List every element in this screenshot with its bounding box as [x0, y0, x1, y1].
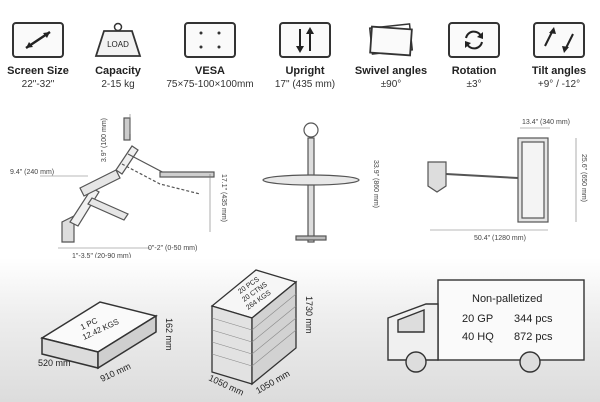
tilt-icon — [533, 22, 585, 58]
side-view-drawing: 3.9" (100 mm) 9.4" (240 mm) 17.1" (435 m… — [10, 114, 587, 260]
spec-title: VESA — [195, 65, 225, 77]
box-height: 162 mm — [164, 318, 174, 351]
top-width-label: 13.4" (340 mm) — [522, 119, 570, 126]
spec-value: 17" (435 mm) — [274, 79, 336, 90]
side-upright-label: 17.1" (435 mm) — [220, 174, 227, 222]
side-clamp-label: 1"-3.5" (20-90 mm) — [72, 253, 131, 260]
front-height-label: 33.9" (860 mm) — [372, 160, 379, 208]
spec-rotation: Rotation ±3° — [442, 22, 506, 90]
spec-value: 75×75-100×100mm — [166, 79, 254, 90]
side-height-label: 3.9" (100 mm) — [101, 118, 108, 162]
side-offset-label: 0"-2" (0-50 mm) — [148, 245, 197, 252]
pallet-height: 1730 mm — [304, 296, 314, 334]
vesa-icon — [184, 22, 236, 58]
load-weight-icon: LOAD — [92, 22, 144, 58]
box-width: 520 mm — [38, 358, 71, 368]
screen-size-icon — [12, 22, 64, 58]
shipping-container-1: 20 GP — [462, 313, 493, 325]
shipping-qty-1: 344 pcs — [514, 313, 553, 325]
spec-value: 2-15 kg — [101, 79, 135, 90]
rotation-icon — [448, 22, 500, 58]
top-reach-label: 50.4" (1280 mm) — [474, 235, 526, 242]
spec-title: Upright — [285, 65, 325, 77]
spec-title: Swivel angles — [354, 65, 428, 77]
spec-upright: Upright 17" (435 mm) — [268, 22, 342, 90]
spec-vesa: VESA 75×75-100×100mm — [166, 22, 254, 90]
load-label: LOAD — [107, 40, 129, 49]
spec-title: Tilt angles — [531, 65, 587, 77]
spec-value: ±3° — [466, 79, 482, 90]
upright-icon — [279, 22, 331, 58]
spec-title: Capacity — [95, 65, 141, 77]
spec-screen-size: Screen Size 22"-32" — [6, 22, 70, 90]
spec-value: 22"-32" — [21, 79, 55, 90]
shipping-qty-2: 872 pcs — [514, 331, 553, 343]
spec-tilt: Tilt angles +9° / -12° — [524, 22, 594, 90]
shipping-container-2: 40 HQ — [462, 331, 494, 343]
side-reach-label: 9.4" (240 mm) — [10, 169, 54, 176]
top-depth-label: 25.6" (650 mm) — [580, 154, 587, 202]
spec-swivel: Swivel angles ±90° — [352, 22, 430, 90]
spec-value: +9° / -12° — [537, 79, 581, 90]
spec-title: Screen Size — [7, 65, 69, 77]
packaging-drawing: 1 PC 12.42 KGS 162 mm 520 mm 910 mm 20 P… — [38, 269, 585, 398]
spec-capacity: LOAD Capacity 2-15 kg — [86, 22, 150, 90]
spec-value: ±90° — [380, 79, 402, 90]
shipping-title: Non-palletized — [472, 293, 542, 305]
swivel-icon — [365, 22, 417, 58]
spec-title: Rotation — [451, 65, 497, 77]
